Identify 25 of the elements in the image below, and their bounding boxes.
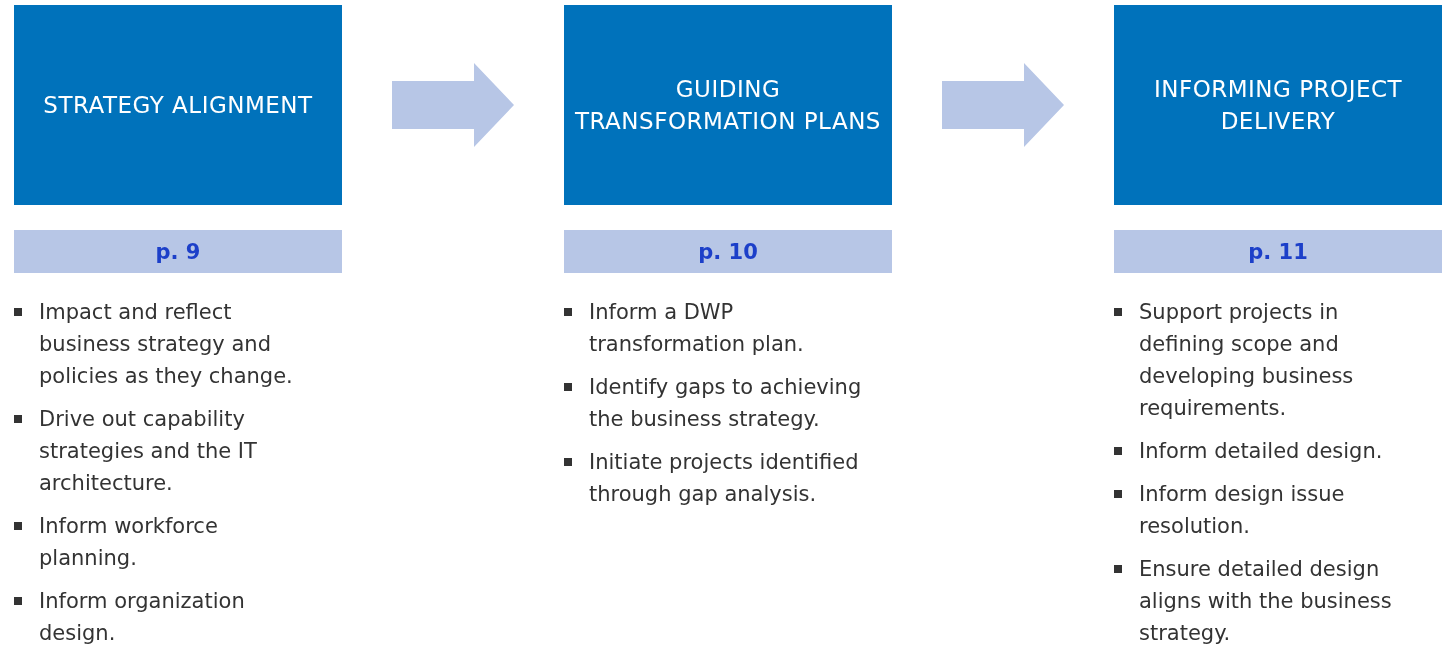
bullet-text: Inform organization design. xyxy=(39,589,245,645)
bullet-text: Support projects in defining scope and developing business requirements. xyxy=(1139,300,1354,420)
stage-title: STRATEGY ALIGNMENT xyxy=(43,91,313,120)
stage-title: INFORMING PROJECT DELIVERY xyxy=(1152,75,1404,136)
page-reference-bar xyxy=(1114,230,1442,273)
page-reference: p. 11 xyxy=(1248,239,1308,264)
stage-box xyxy=(14,5,342,205)
page-reference: p. 9 xyxy=(155,239,201,264)
bullet-text: Inform design issue resolution. xyxy=(1139,482,1345,538)
page-reference-bar xyxy=(564,230,892,273)
page-reference-bar xyxy=(14,230,342,273)
bullet-text: Identify gaps to achieving the business strategy. xyxy=(589,375,862,431)
block-arrow xyxy=(392,63,514,147)
stage-box xyxy=(1114,5,1442,205)
bullet-text: Impact and reflect business strategy and policies as they change. xyxy=(39,300,293,388)
bullet-text: Inform workforce planning. xyxy=(39,514,218,570)
block-arrow xyxy=(942,63,1064,147)
page-reference: p. 10 xyxy=(698,239,758,264)
bullet-text: Ensure detailed design aligns with the business strategy. xyxy=(1139,557,1392,645)
bullet-text: Initiate projects identified through gap analysis. xyxy=(589,450,859,506)
stage-box xyxy=(564,5,892,205)
stage-title: GUIDING TRANSFORMATION PLANS xyxy=(574,75,882,136)
bullet-text: Inform detailed design. xyxy=(1139,439,1383,463)
bullet-text: Drive out capability strategies and the IT architecture. xyxy=(39,407,257,495)
bullet-text: Inform a DWP transformation plan. xyxy=(589,300,804,356)
